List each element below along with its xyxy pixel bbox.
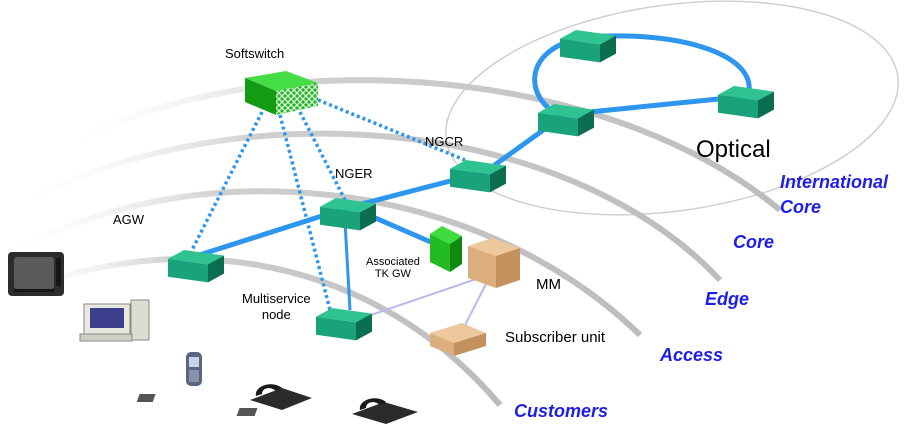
mm-label: MM <box>536 276 561 293</box>
router-optical-top <box>560 30 616 63</box>
router-multiservice <box>316 308 372 341</box>
softswitch-node <box>245 71 318 115</box>
desk-phone-icon <box>236 398 418 424</box>
mobile-phone-icon <box>186 352 202 386</box>
subscriber-unit-node <box>430 323 486 356</box>
customers-tier-label: Customers <box>514 401 609 421</box>
edge-ring <box>8 130 723 283</box>
router-ngcr <box>450 160 506 193</box>
desk-phone-icon <box>136 384 312 410</box>
mm-node <box>468 238 520 288</box>
softswitch-label: Softswitch <box>225 46 285 61</box>
router-nger <box>320 198 376 231</box>
core-ring <box>58 77 782 213</box>
associated-tk-gw-node <box>430 226 462 272</box>
edge-tier-label: Edge <box>705 289 750 309</box>
core-tier-label: Core <box>733 232 775 252</box>
optical-label: Optical <box>696 136 771 163</box>
routers <box>168 30 774 341</box>
access-tier-label: Access <box>660 345 724 365</box>
nger-label: NGER <box>335 166 373 181</box>
international-core-tier-label: International Core <box>780 172 889 217</box>
router-agw <box>168 250 224 283</box>
tv-icon <box>8 252 64 296</box>
access-ring <box>0 188 643 338</box>
signalling-links <box>188 98 466 311</box>
desktop-computer-icon <box>79 299 150 342</box>
associated-tk-gw-label: Associated TK GW <box>366 256 420 280</box>
router-optical-left <box>538 104 594 137</box>
access-links <box>343 221 352 311</box>
international-core-ring <box>445 0 899 216</box>
agw-label: AGW <box>113 212 145 227</box>
ngcr-label: NGCR <box>425 134 464 149</box>
subscriber-unit-label: Subscriber unit <box>505 329 606 346</box>
router-optical-right <box>718 86 774 119</box>
multiservice-node-label: Multiservice node <box>242 291 311 322</box>
customers-ring <box>0 256 503 407</box>
